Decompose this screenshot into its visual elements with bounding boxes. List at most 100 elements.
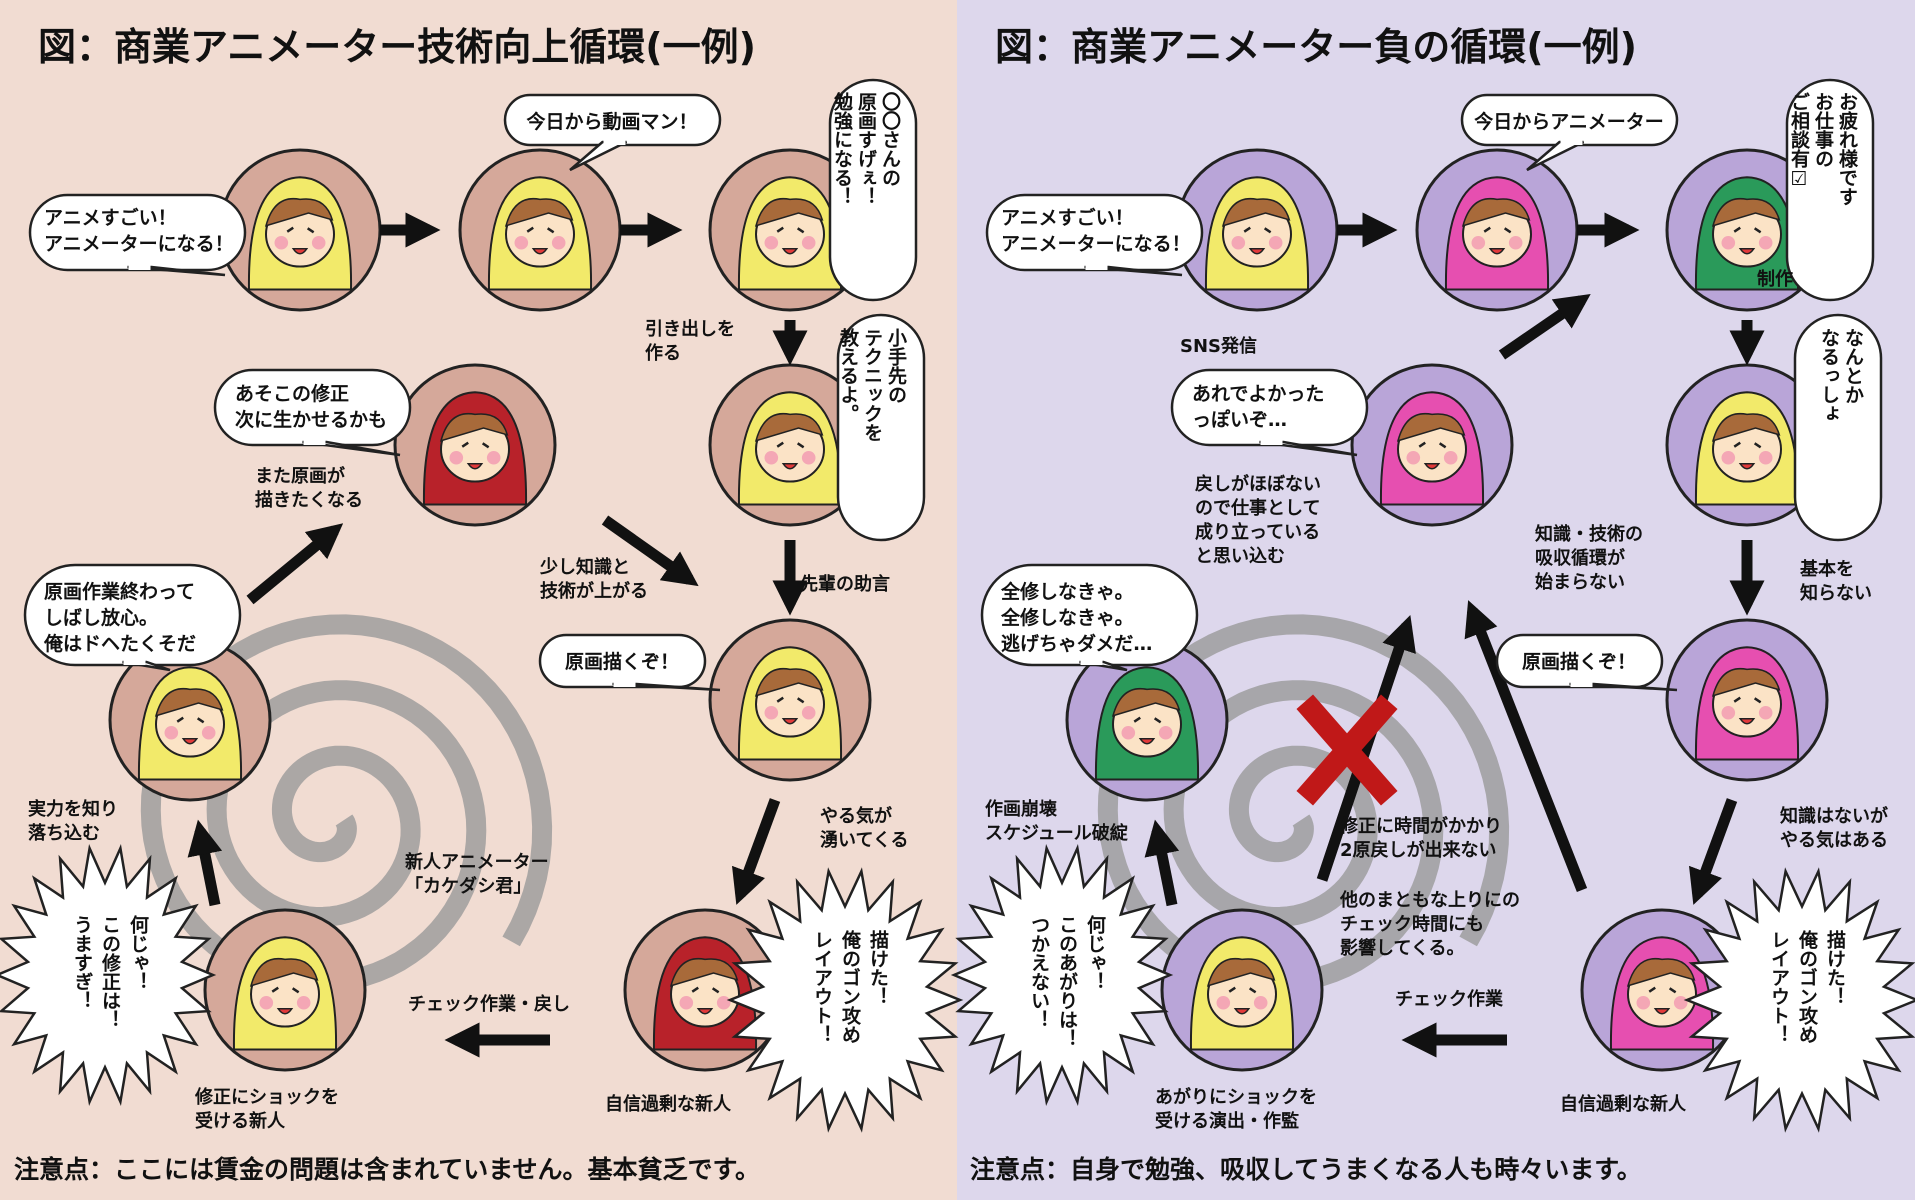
right-note: 注意点：自身で勉強、吸収してうまくなる人も時々います。 — [970, 1155, 1642, 1184]
left-bubble-1-text: アニメすごい！ アニメーターになる！ — [44, 206, 234, 255]
left-character-node-shock — [232, 936, 338, 1051]
left-cycle-diagram: アニメすごい！ アニメーターになる！ 今日から動画マン！ 〇〇さんの原画すげぇ！勉強に… — [0, 78, 964, 1133]
right-bubble-5-text: 原画描くぞ！ — [1522, 650, 1636, 673]
left-caption-c4-line: 自信過剰な新人 — [605, 1093, 732, 1115]
left-bubble-8-text-line: 原画作業終わって — [44, 580, 195, 603]
left-title: 図：商業アニメーター技術向上循環(一例) — [38, 25, 756, 69]
left-bubble-6-text-line: レイアウト！ — [811, 930, 833, 1044]
left-arrow-7 — [187, 819, 223, 907]
right-bubble-7-text-line: つかえない！ — [1028, 915, 1050, 1029]
right-character-node-shock — [1189, 936, 1295, 1051]
right-caption-c9: 知識・技術の吸収循環が始まらない — [1535, 523, 1643, 593]
right-title: 図：商業アニメーター負の循環(一例) — [995, 25, 1637, 69]
right-caption-c8-line: 成り立っている — [1195, 521, 1320, 543]
right-caption-c11-line: 影響してくる。 — [1340, 937, 1465, 959]
right-character-node-thinking — [1379, 391, 1485, 506]
right-bubble-9-text-line: っぽいぞ… — [1192, 408, 1287, 431]
left-caption-c10-line: 「カケダシ君」 — [405, 875, 531, 897]
left-caption-c7-line: 落ち込む — [28, 823, 100, 844]
right-bubble-3-text-line: お仕事の — [1812, 92, 1835, 168]
left-bubble-7-text-line: うますぎ！ — [71, 915, 93, 1010]
right-caption-c8: 戻しがほぼないので仕事として成り立っていると思い込む — [1195, 473, 1321, 567]
left-caption-c8-line: また原画が — [255, 465, 345, 487]
left-bubble-5-text: 原画描くぞ！ — [565, 650, 679, 673]
left-bubble-1-text-line: アニメーターになる！ — [44, 233, 234, 255]
right-bubble-1-text-line: アニメーターになる！ — [1001, 233, 1191, 255]
right-caption-c9-line: 始まらない — [1535, 571, 1625, 593]
left-caption-c1-line: 引き出しを — [645, 318, 735, 340]
left-arrow-5 — [732, 798, 781, 905]
right-caption-c7: 作画崩壊スケジュール破綻 — [985, 798, 1129, 844]
left-character-node-2 — [487, 176, 593, 291]
left-arrow-8 — [246, 523, 344, 605]
right-caption-c10-line: 2原戻しが出来ない — [1340, 839, 1497, 861]
left-caption-c3-line: 湧いてくる — [820, 830, 909, 851]
left-bubble-4-text-line: テクニックを — [861, 328, 883, 442]
left-caption-c3-line: やる気が — [820, 805, 892, 827]
right-bubble-9-text-line: あれでよかった — [1192, 383, 1324, 405]
right-caption-c5-line: チェック作業 — [1395, 988, 1504, 1010]
left-character-node-5 — [737, 646, 843, 761]
right-caption-c6-line: 受ける演出・作監 — [1155, 1110, 1299, 1132]
left-bubble-9 — [213, 368, 412, 447]
right-bubble-3-text-line: お疲れ様です — [1836, 92, 1858, 206]
left-caption-c9-line: 技術が上がる — [540, 580, 648, 602]
right-caption-c12: 制作 — [1757, 268, 1793, 290]
left-bubble-7-text-line: 何じゃ！ — [127, 914, 149, 991]
left-bubble-3-text-line: 原画すげぇ！ — [855, 92, 877, 206]
right-caption-c6-line: あがりにショックを — [1155, 1086, 1317, 1108]
right-bubble-4-text-line: なるっしょ — [1818, 328, 1840, 423]
right-caption-c9-line: 吸収循環が — [1535, 547, 1625, 569]
right-bubble-9 — [1170, 368, 1369, 447]
right-character-node-3 — [1694, 176, 1800, 291]
left-bubble-2-text-line: 今日から動画マン！ — [525, 110, 697, 133]
left-caption-c5-line: チェック作業・戻し — [408, 993, 570, 1015]
left-bubble-4-text-line: 小手先の — [885, 328, 907, 404]
right-caption-c7-line: 作画崩壊 — [985, 798, 1057, 820]
left-character-node-collapse — [137, 666, 243, 781]
left-bubble-9-text: あそこの修正次に生かせるかも — [235, 382, 387, 431]
left-caption-c8: また原画が描きたくなる — [255, 465, 363, 511]
right-arrow-9 — [1316, 614, 1416, 882]
right-caption-c1-line: SNS発信 — [1180, 335, 1257, 357]
left-bubble-1-text-line: アニメすごい！ — [44, 206, 177, 229]
right-character-node-start — [1204, 176, 1310, 291]
right-caption-c8-line: ので仕事として — [1195, 497, 1320, 519]
left-caption-c8-line: 描きたくなる — [255, 489, 363, 511]
left-caption-c1-line: 作る — [645, 342, 681, 364]
right-bubble-5-text-line: 原画描くぞ！ — [1522, 650, 1636, 673]
right-caption-c11: 他のまともな上りにのチェック時間にも影響してくる。 — [1339, 889, 1520, 959]
right-bubble-7 — [950, 844, 1174, 1106]
right-bubble-6 — [1683, 867, 1915, 1133]
right-blocked-cross — [1296, 694, 1398, 806]
right-bubble-2-text: 今日からアニメーター — [1473, 110, 1664, 133]
left-caption-c2-line: 先輩の助言 — [800, 573, 890, 595]
right-caption-c3-line: やる気はある — [1780, 829, 1888, 851]
right-caption-c4: 自信過剰な新人 — [1560, 1093, 1687, 1115]
right-caption-c2-line: 基本を — [1799, 558, 1854, 580]
right-caption-c8-line: と思い込む — [1195, 546, 1285, 567]
right-caption-c4-line: 自信過剰な新人 — [1560, 1093, 1687, 1115]
right-arrow-5 — [1689, 798, 1738, 905]
left-caption-c6-line: 受ける新人 — [195, 1110, 286, 1132]
right-character-node-2 — [1444, 176, 1550, 291]
left-caption-c10: 新人アニメーター「カケダシ君」 — [405, 851, 549, 897]
left-bubble-8-text: 原画作業終わってしばし放心。俺はドヘたくそだ — [43, 580, 196, 655]
left-caption-c7: 実力を知り落ち込む — [28, 798, 118, 844]
left-caption-c9: 少し知識と技術が上がる — [539, 556, 648, 602]
left-bubble-6 — [726, 867, 964, 1133]
left-character-node-start — [247, 176, 353, 291]
left-caption-c2: 先輩の助言 — [800, 573, 890, 595]
left-bubble-6-text-line: 俺のゴン攻め — [839, 929, 862, 1044]
left-note: 注意点：ここには賃金の問題は含まれていません。基本貧乏です。 — [14, 1155, 760, 1184]
right-arrow-8 — [1498, 294, 1591, 360]
right-caption-c9-line: 知識・技術の — [1535, 523, 1643, 545]
left-bubble-5-text-line: 原画描くぞ！ — [565, 650, 679, 673]
right-caption-c8-line: 戻しがほぼない — [1195, 473, 1321, 495]
right-bubble-7-text-line: 何じゃ！ — [1084, 914, 1106, 991]
right-caption-c10-line: 修正に時間がかかり — [1339, 815, 1502, 837]
